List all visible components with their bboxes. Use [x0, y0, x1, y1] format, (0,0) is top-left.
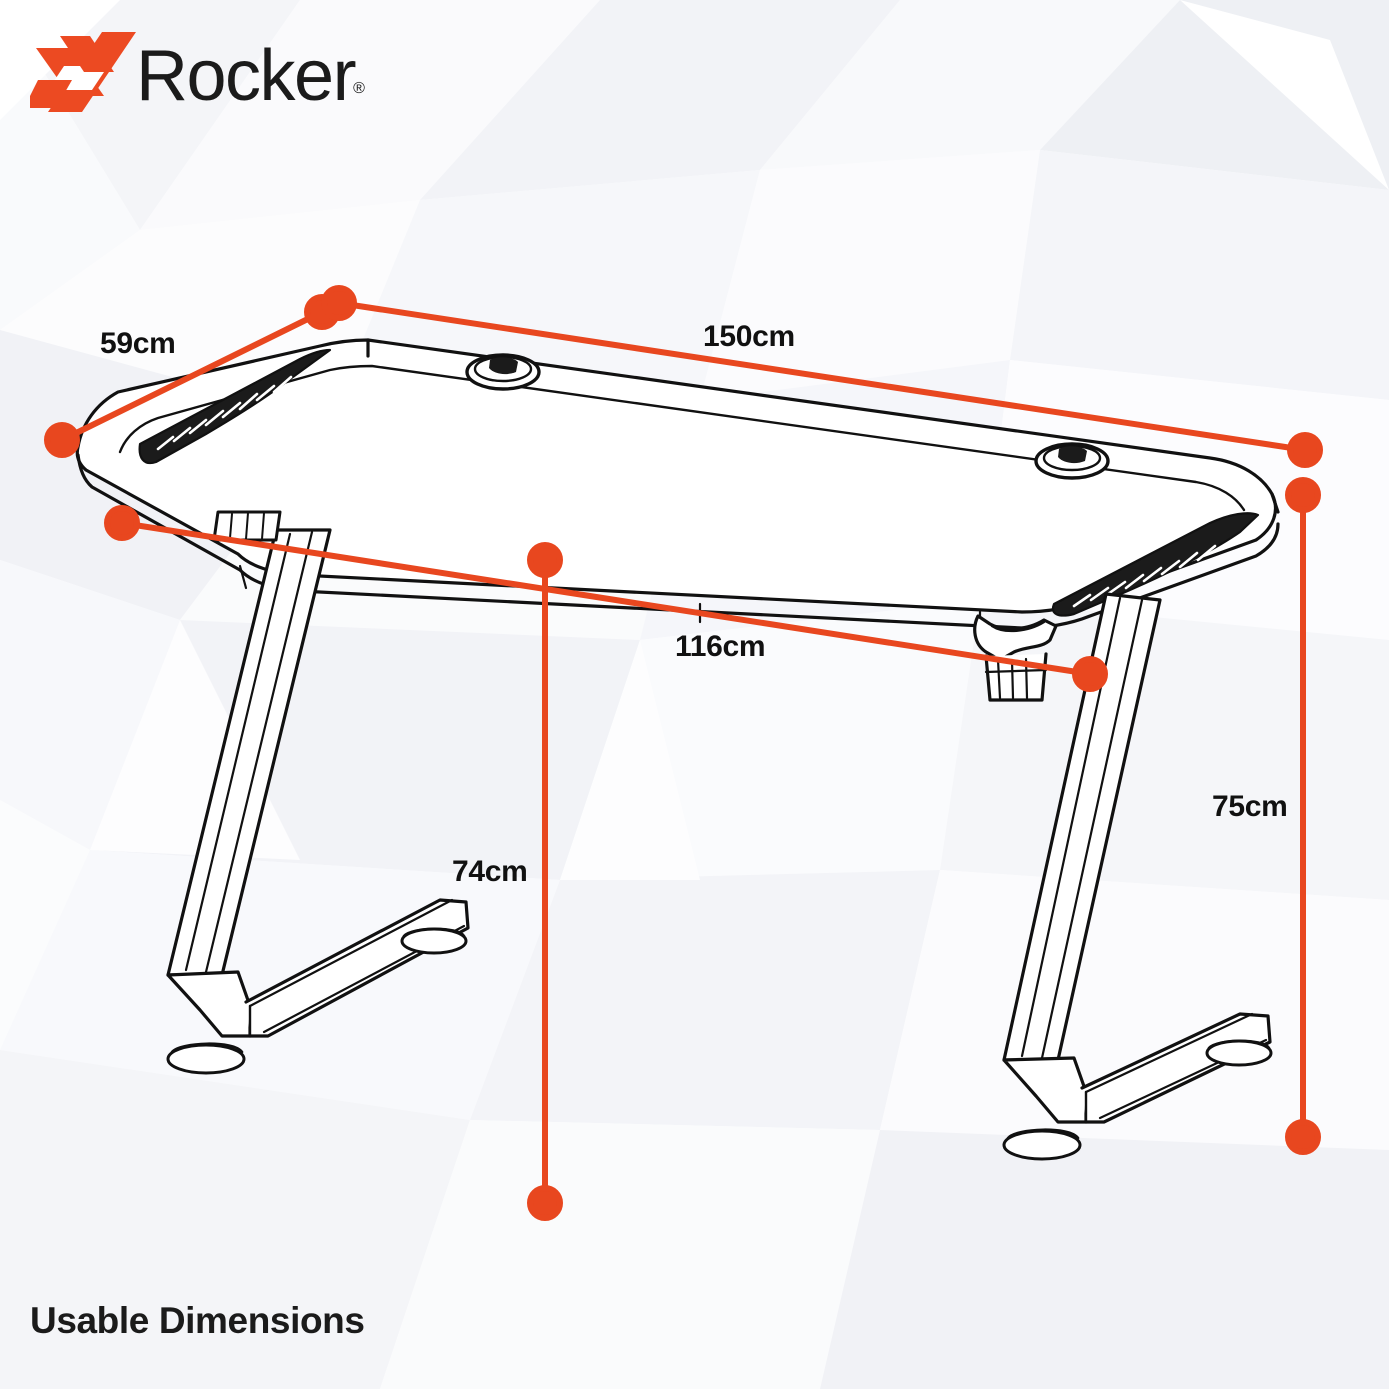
brand-name: Rocker®	[136, 36, 365, 116]
z-leg-left	[166, 510, 332, 977]
leveling-foot-left-front	[166, 1042, 246, 1075]
carbon-edge-strip-right	[1051, 512, 1260, 617]
dimension-label-total-height: 75cm	[1212, 790, 1288, 823]
brand-logo: Rocker®	[30, 28, 367, 124]
registered-trademark-icon: ®	[353, 80, 365, 97]
dimension-label-depth: 59cm	[100, 327, 176, 360]
carbon-edge-strip-left	[138, 348, 332, 465]
dimension-label-usable-height: 74cm	[452, 855, 528, 888]
x-logo-mark-icon	[30, 32, 136, 112]
cable-grommet-right	[1034, 442, 1110, 480]
cable-grommet-left	[465, 353, 541, 391]
dimension-line-width-150	[321, 285, 1323, 468]
dimension-line-total-height-75	[1285, 477, 1321, 1155]
leveling-foot-left-back	[400, 927, 468, 955]
dimension-label-width: 150cm	[703, 320, 795, 353]
dimension-line-usable-height-74	[527, 542, 563, 1221]
dimension-line-depth-59	[44, 294, 340, 458]
leveling-foot-right-front	[1002, 1128, 1082, 1161]
page-title: Usable Dimensions	[30, 1300, 365, 1341]
leveling-foot-right-back	[1205, 1039, 1273, 1067]
headphone-hook	[973, 614, 1058, 662]
dimension-label-usable-width: 116cm	[675, 630, 766, 663]
dimension-line-usable-width-116	[104, 505, 1108, 692]
